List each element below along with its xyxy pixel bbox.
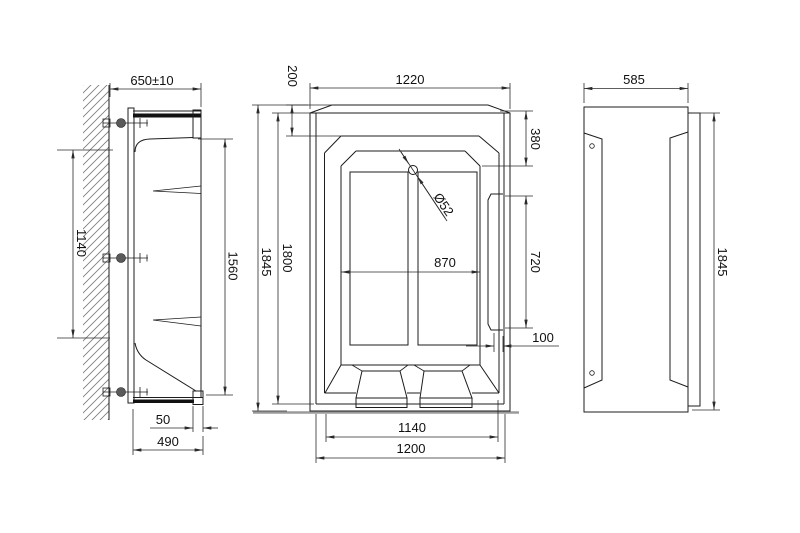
dim-depth-overall-650: 650±10 [109,73,202,107]
dim-label-650: 650±10 [130,73,173,88]
wall-hatch [83,85,109,420]
dim-width-1220: 1220 [309,72,511,109]
fixture-side-profile [133,109,204,405]
dim-label-100: 100 [532,330,554,345]
dim-label-1845-profile: 1845 [715,248,730,277]
front-view: Ø52 1220 200 1845 1800 [252,65,559,463]
bolt-top [102,118,148,128]
dim-recess-depth-100: 100 [466,330,559,352]
side-section-view: 650±10 1140 1560 50 490 [57,73,241,455]
base-band [133,399,194,403]
foot-rests [355,370,473,408]
dim-base-width-1200: 1200 [315,414,506,463]
basin-frame [324,135,500,394]
top-rim-curve [134,137,194,153]
dim-label-200: 200 [285,65,300,87]
panel-right [417,171,478,346]
rim-wedge-upper [152,185,202,194]
dim-label-380: 380 [528,128,543,150]
profile-front-panel-edge [583,132,603,389]
profile-body [583,106,689,413]
dim-bowl-width-870: 870 [341,255,480,274]
dim-inlet-offset-380: 380 [482,110,543,167]
dim-label-1140-front: 1140 [398,420,426,435]
dim-label-1200: 1200 [397,441,426,456]
dim-profile-height-1845: 1845 [692,112,730,411]
dim-label-1140-side: 1140 [74,229,89,257]
dim-tray-width-1140: 1140 [325,400,499,442]
panel-left [349,171,409,346]
mounting-rail [127,107,135,404]
dim-front-height-1560: 1560 [198,138,241,396]
drain-hole [408,165,418,175]
rim-wedge-lower [152,316,202,327]
dim-label-1800: 1800 [280,244,295,273]
dim-label-720: 720 [528,251,543,273]
dim-label-drain-diameter: Ø52 [430,190,456,219]
dim-top-flange-200: 200 [285,65,342,137]
bolt-bottom [102,387,148,397]
outlet-box [192,390,204,405]
foot-rest-left [355,370,408,399]
dim-fixing-height-1140: 1140 [57,149,113,339]
profile-view: 585 1845 [583,72,730,413]
dim-outlet-offset-50: 50 [150,406,218,432]
fixing-bolts [102,118,148,397]
dim-label-490: 490 [157,434,179,449]
dim-label-50: 50 [156,412,170,427]
dim-body-height-1800: 1800 [272,112,314,405]
back-flange [688,112,701,407]
dim-label-1560: 1560 [226,252,241,281]
bottom-slope [134,342,197,392]
profile-hole-top [589,143,595,149]
dim-label-585: 585 [623,72,645,87]
dim-profile-depth-585: 585 [583,72,689,103]
side-recess-channel [487,193,503,331]
dim-label-870: 870 [434,255,456,270]
bolt-middle [102,253,148,263]
profile-back-panel-edge [669,131,689,388]
dim-body-depth-490: 490 [132,409,204,455]
dim-side-recess-720: 720 [505,195,543,329]
foot-rest-right [419,370,473,399]
dim-label-1845-front: 1845 [259,248,274,277]
profile-hole-bottom [589,370,595,376]
dim-label-1220: 1220 [396,72,425,87]
dim-height-1845: 1845 [252,104,308,412]
